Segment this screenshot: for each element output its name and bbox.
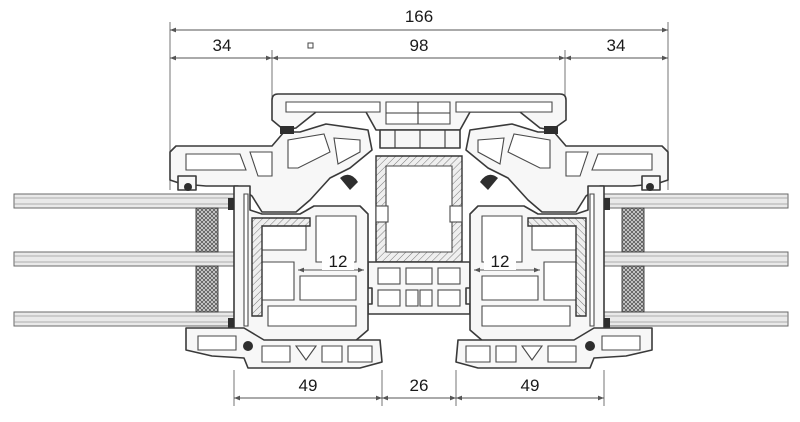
center-bottom-cells	[355, 261, 483, 315]
bottom-dimensions: 49 26 49	[233, 370, 605, 406]
dimension-left-rebate-label: 12	[329, 252, 348, 271]
rebate-dimension-left: 12	[298, 250, 364, 273]
dimension-bottom-right-label: 49	[521, 376, 540, 395]
left-glazing	[13, 193, 235, 327]
right-sash-profile	[455, 123, 669, 369]
dimension-right-rebate-label: 12	[491, 252, 510, 271]
steel-reinforcement	[375, 155, 463, 263]
dimension-bottom-center-label: 26	[410, 376, 429, 395]
dimension-overall-label: 166	[405, 7, 433, 26]
dimension-right-sash-label: 34	[607, 36, 626, 55]
dimension-bottom-left-label: 49	[299, 376, 318, 395]
reference-marker	[307, 42, 314, 49]
rebate-dimension-right: 12	[474, 250, 540, 273]
right-glazing	[603, 193, 789, 327]
dimension-center-frame-label: 98	[410, 36, 429, 55]
center-mullion-cap	[271, 93, 567, 149]
top-dimension-segments: 34 98 34	[170, 36, 668, 100]
dimension-left-sash-label: 34	[213, 36, 232, 55]
